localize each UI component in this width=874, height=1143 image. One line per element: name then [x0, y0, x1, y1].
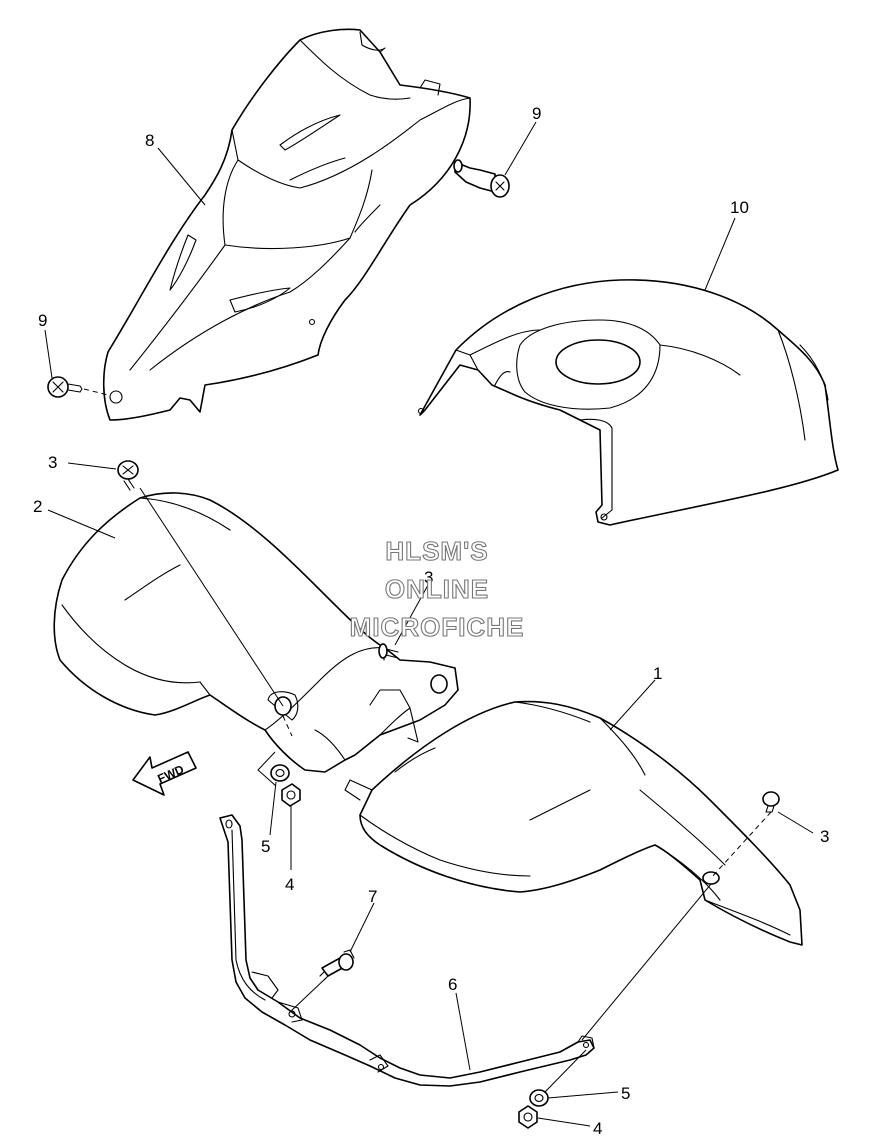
callout-10: 10: [730, 198, 749, 217]
part-6-bracket: [219, 814, 595, 1087]
part-8-front-cover: [102, 28, 471, 421]
part-1-rear-fender: [344, 700, 803, 946]
part-9-screw-lower: [47, 376, 109, 398]
part-3-bolt-right: [762, 791, 780, 813]
callout-numbers: 8 9 9 10 3 2 3 1 3 5 4 7 6 5 4: [33, 104, 829, 1138]
callout-5-right: 5: [621, 1084, 630, 1103]
part-10-tank-cover: [417, 279, 839, 526]
watermark-line-2: ONLINE: [385, 574, 489, 604]
callout-3-upper: 3: [48, 453, 57, 472]
part-3-bolt-middle: [378, 643, 399, 661]
leader-lines: [44, 121, 814, 1127]
callout-5-left: 5: [261, 837, 270, 856]
callout-8: 8: [145, 131, 154, 150]
callout-4-right: 4: [593, 1119, 602, 1138]
watermark-line-3: MICROFICHE: [350, 612, 525, 642]
callout-9-lower: 9: [38, 311, 47, 330]
part-5-washer-left: [270, 764, 290, 782]
callout-2: 2: [33, 497, 42, 516]
part-7-bolt: [319, 949, 355, 981]
callout-1: 1: [653, 664, 662, 683]
part-5-washer-right: [529, 1089, 549, 1107]
part-4-nut-left: [281, 783, 301, 807]
callout-4-left: 4: [285, 875, 294, 894]
part-4-nut-right: [518, 1105, 538, 1129]
part-3-bolt-upper: [117, 460, 139, 491]
callout-3-right: 3: [820, 827, 829, 846]
callout-9-upper: 9: [532, 104, 541, 123]
part-2-front-fender: [53, 492, 459, 773]
callout-3-middle: 3: [424, 568, 433, 587]
callout-6: 6: [448, 975, 457, 994]
part-9-screw-upper: [453, 159, 510, 198]
callout-7: 7: [368, 887, 377, 906]
watermark: HLSM'S ONLINE MICROFICHE: [349, 535, 525, 642]
watermark-line-1: HLSM'S: [385, 536, 488, 566]
fwd-arrow-icon: FWD: [132, 751, 197, 796]
